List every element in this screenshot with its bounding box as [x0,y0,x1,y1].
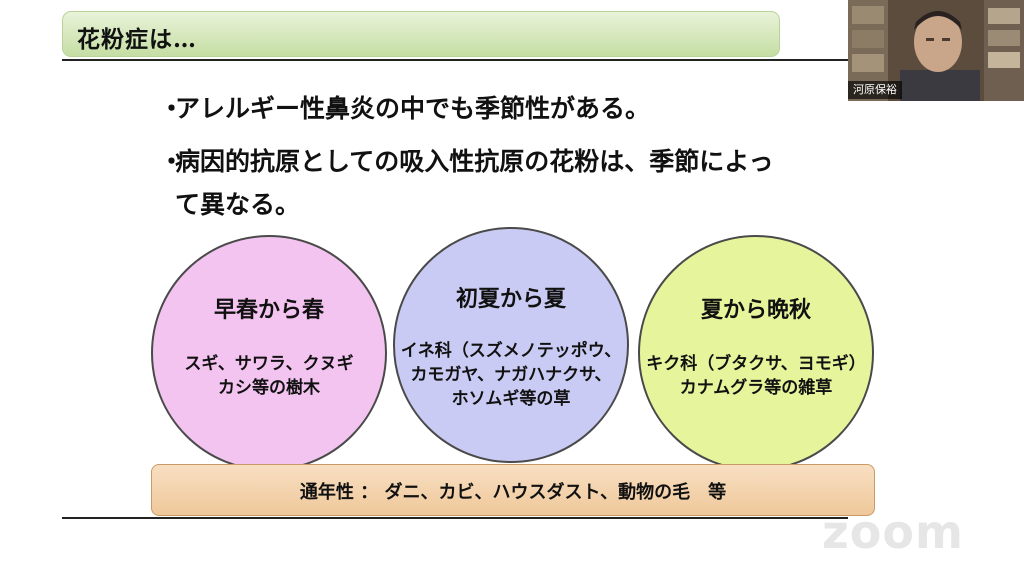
participant-name-label: 河原保裕 [848,81,902,99]
season-plant-line: キク科（ブタクサ、ヨモギ） [646,354,866,374]
season-heading: 夏から晩秋 [700,297,811,323]
bullet-marker: ・ [159,147,185,176]
season-circle-early-spring: 早春から春 スギ、サワラ、クヌギ カシ等の樹木 [151,235,387,471]
year-round-text: 通年性 ： ダニ、カビ、ハウスダスト、動物の毛 等 [299,482,727,503]
zoom-watermark-logo: zoom [822,505,964,559]
season-plants: キク科（ブタクサ、ヨモギ） カナムグラ等の雑草 [640,352,872,400]
bullet-text: アレルギー性鼻炎の中でも季節性がある。 [175,94,651,123]
season-heading: 早春から春 [213,297,324,323]
bullet-item: ・ 病因的抗原としての吸入性抗原の花粉は、季節によっ [159,139,774,185]
bullet-marker: ・ [159,94,185,123]
season-plant-line: イネ科（スズメノテッポウ、 [400,341,622,361]
season-plant-line: カナムグラ等の雑草 [679,378,833,398]
bullet-item: ・ アレルギー性鼻炎の中でも季節性がある。 [159,86,651,132]
season-circle-summer-autumn: 夏から晩秋 キク科（ブタクサ、ヨモギ） カナムグラ等の雑草 [638,235,874,471]
top-divider [62,59,1024,61]
season-plant-line: カモガヤ、ナガハナクサ、 [410,365,612,385]
bottom-divider [62,517,848,519]
year-round-bar: 通年性 ： ダニ、カビ、ハウスダスト、動物の毛 等 [151,464,875,516]
bullet-item-continuation: て異なる。 [175,182,300,228]
slide-title-bar: 花粉症は… [62,11,780,57]
bullet-text: て異なる。 [175,190,301,219]
season-plant-line: スギ、サワラ、クヌギ [184,354,354,374]
season-plant-line: ホソムギ等の草 [451,389,571,409]
season-plants: イネ科（スズメノテッポウ、 カモガヤ、ナガハナクサ、 ホソムギ等の草 [395,339,627,411]
season-heading: 初夏から夏 [455,286,566,312]
season-plants: スギ、サワラ、クヌギ カシ等の樹木 [153,352,385,400]
season-circle-early-summer: 初夏から夏 イネ科（スズメノテッポウ、 カモガヤ、ナガハナクサ、 ホソムギ等の草 [393,227,629,463]
season-plant-line: カシ等の樹木 [218,378,320,398]
slide-title: 花粉症は… [77,26,197,53]
bullet-text: 病因的抗原としての吸入性抗原の花粉は、季節によっ [175,147,774,176]
